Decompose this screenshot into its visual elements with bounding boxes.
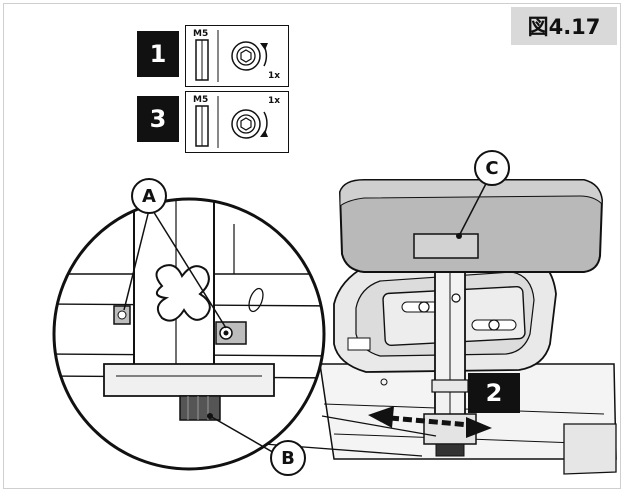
hex-key-icon (195, 30, 268, 82)
hex-bolt-icon (113, 305, 131, 325)
callout-c: C (474, 150, 510, 186)
tool-size-label: M5 (193, 29, 209, 39)
step-3-tool-panel: M5 1x (185, 91, 289, 153)
double-arrow-icon (368, 406, 492, 438)
figure-frame: 図4.17 1 M5 1x 3 M5 1x (3, 3, 621, 489)
rotation-count: 1x (268, 71, 281, 81)
rotation-count: 1x (268, 96, 281, 106)
assembly-drawing (52, 171, 617, 475)
callout-a: A (131, 178, 167, 214)
step-1-tool-panel: M5 1x (185, 25, 289, 87)
step-2-badge: 2 (468, 373, 520, 413)
tool-size-label: M5 (193, 95, 209, 105)
figure-label: 図4.17 (511, 7, 617, 45)
hex-key-icon (195, 96, 268, 148)
step-3-badge: 3 (137, 96, 179, 142)
step-1-badge: 1 (137, 31, 179, 77)
callout-b: B (270, 440, 306, 476)
